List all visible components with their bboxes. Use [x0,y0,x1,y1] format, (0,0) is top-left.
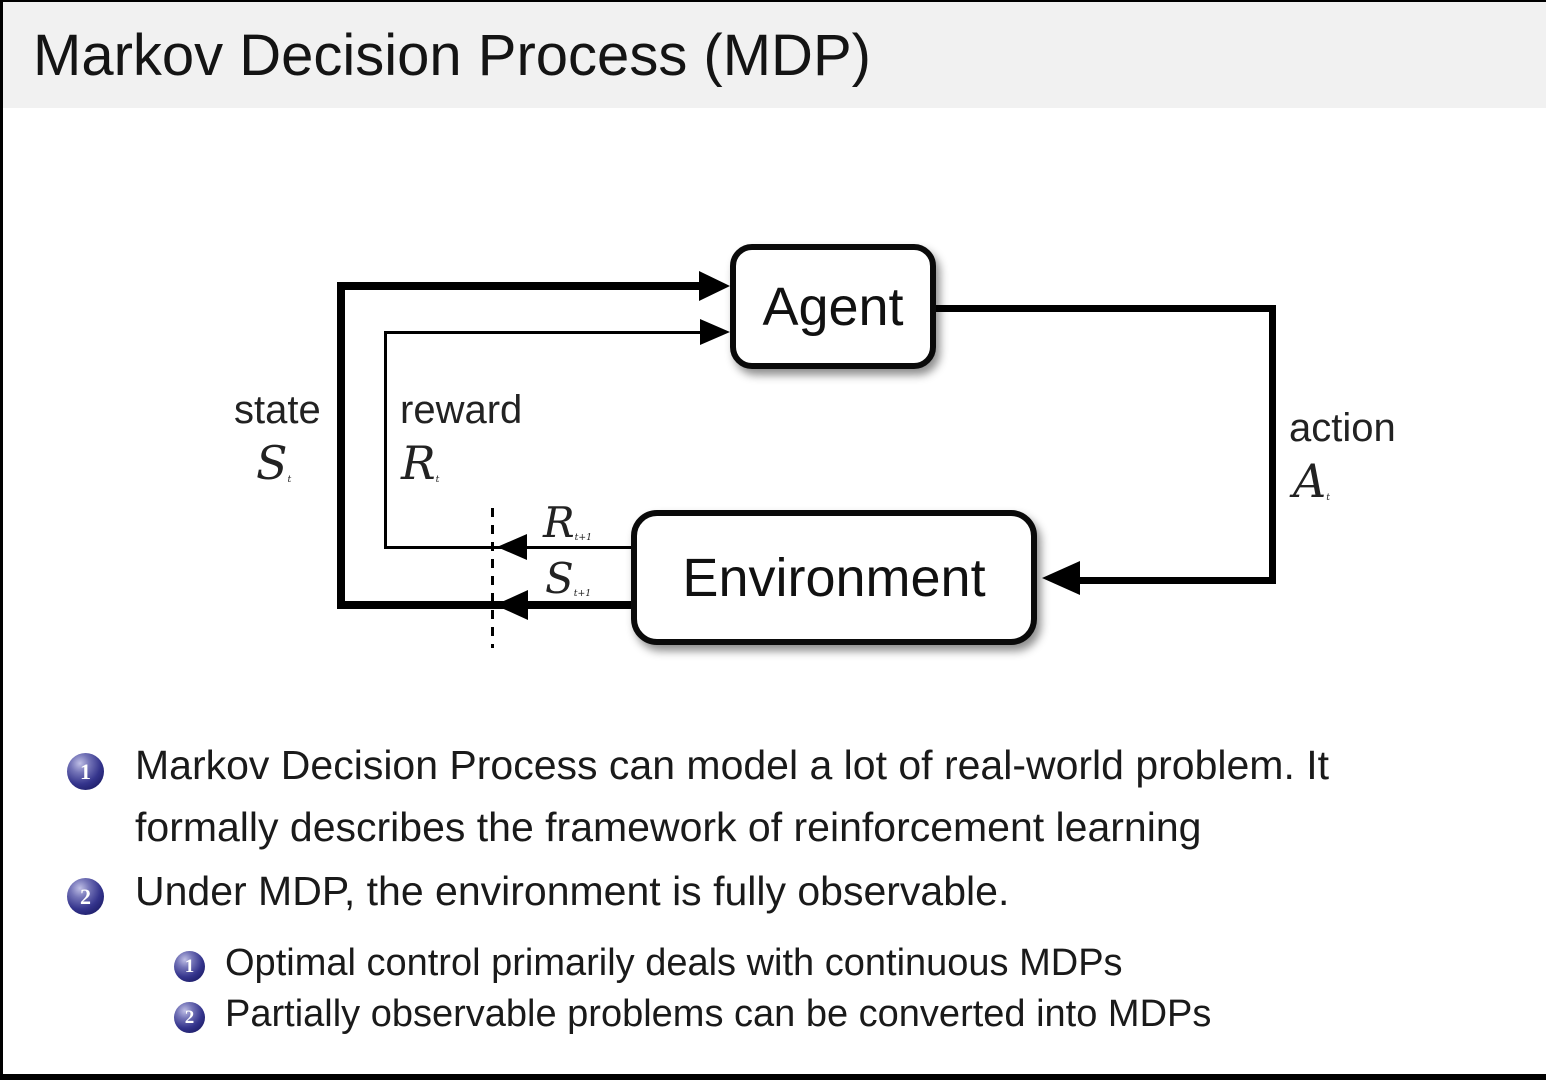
state-arrowhead-at-boundary [495,590,528,620]
reward-arrowhead-to-agent [700,319,730,345]
environment-box: Environment [631,510,1037,645]
sub-bullet-number-ball: 1 [174,951,205,982]
next-state-symbol-subscript: t+1 [573,587,592,599]
next-state-symbol: St+1 [545,554,591,603]
state-word-label: state [234,388,321,432]
state-symbol-subscript: t [287,473,292,485]
state-symbol-base: S [256,436,288,490]
state-symbol: St [256,436,291,490]
action-word-label: action [1289,406,1396,450]
bullet-text-line: formally describes the framework of rein… [135,804,1202,850]
agent-label: Agent [762,276,904,337]
page-title: Markov Decision Process (MDP) [33,22,871,88]
state-line-top [337,282,699,290]
next-reward-symbol-base: R [543,498,575,547]
sub-bullet-text: Partially observable problems can be con… [225,993,1212,1035]
bullet-number-ball: 1 [67,753,104,790]
reward-symbol: Rt [401,436,439,490]
reward-symbol-subscript: t [435,473,440,485]
reward-line-top [384,331,700,334]
time-boundary-dashed-line [491,508,494,648]
action-line-bottom [1079,577,1276,584]
next-reward-symbol-subscript: t+1 [574,531,593,543]
reward-arrowhead-at-boundary [497,534,527,560]
action-line-vertical [1269,305,1276,584]
state-line-bottom [337,601,632,609]
state-arrowhead-to-agent [699,271,730,301]
action-symbol-base: A [1293,454,1327,508]
bullet-number-ball: 2 [67,878,104,915]
agent-box: Agent [730,244,936,369]
bullet-text-line: Under MDP, the environment is fully obse… [135,868,1010,914]
reward-line-vertical [384,331,387,549]
bullet-text-line: Markov Decision Process can model a lot … [135,742,1330,788]
action-arrowhead-to-environment [1042,561,1080,595]
state-line-vertical [337,282,345,609]
next-state-symbol-base: S [545,554,574,603]
sub-bullet-text: Optimal control primarily deals with con… [225,942,1123,984]
environment-label: Environment [682,547,986,608]
sub-bullet-number-ball: 2 [174,1002,205,1033]
action-line-top [933,305,1276,312]
slide-header: Markov Decision Process (MDP) [3,2,1546,108]
next-reward-symbol: Rt+1 [543,498,592,547]
action-symbol: At [1293,454,1330,508]
reward-word-label: reward [400,388,523,432]
action-symbol-subscript: t [1326,491,1330,503]
reward-symbol-base: R [401,436,436,490]
